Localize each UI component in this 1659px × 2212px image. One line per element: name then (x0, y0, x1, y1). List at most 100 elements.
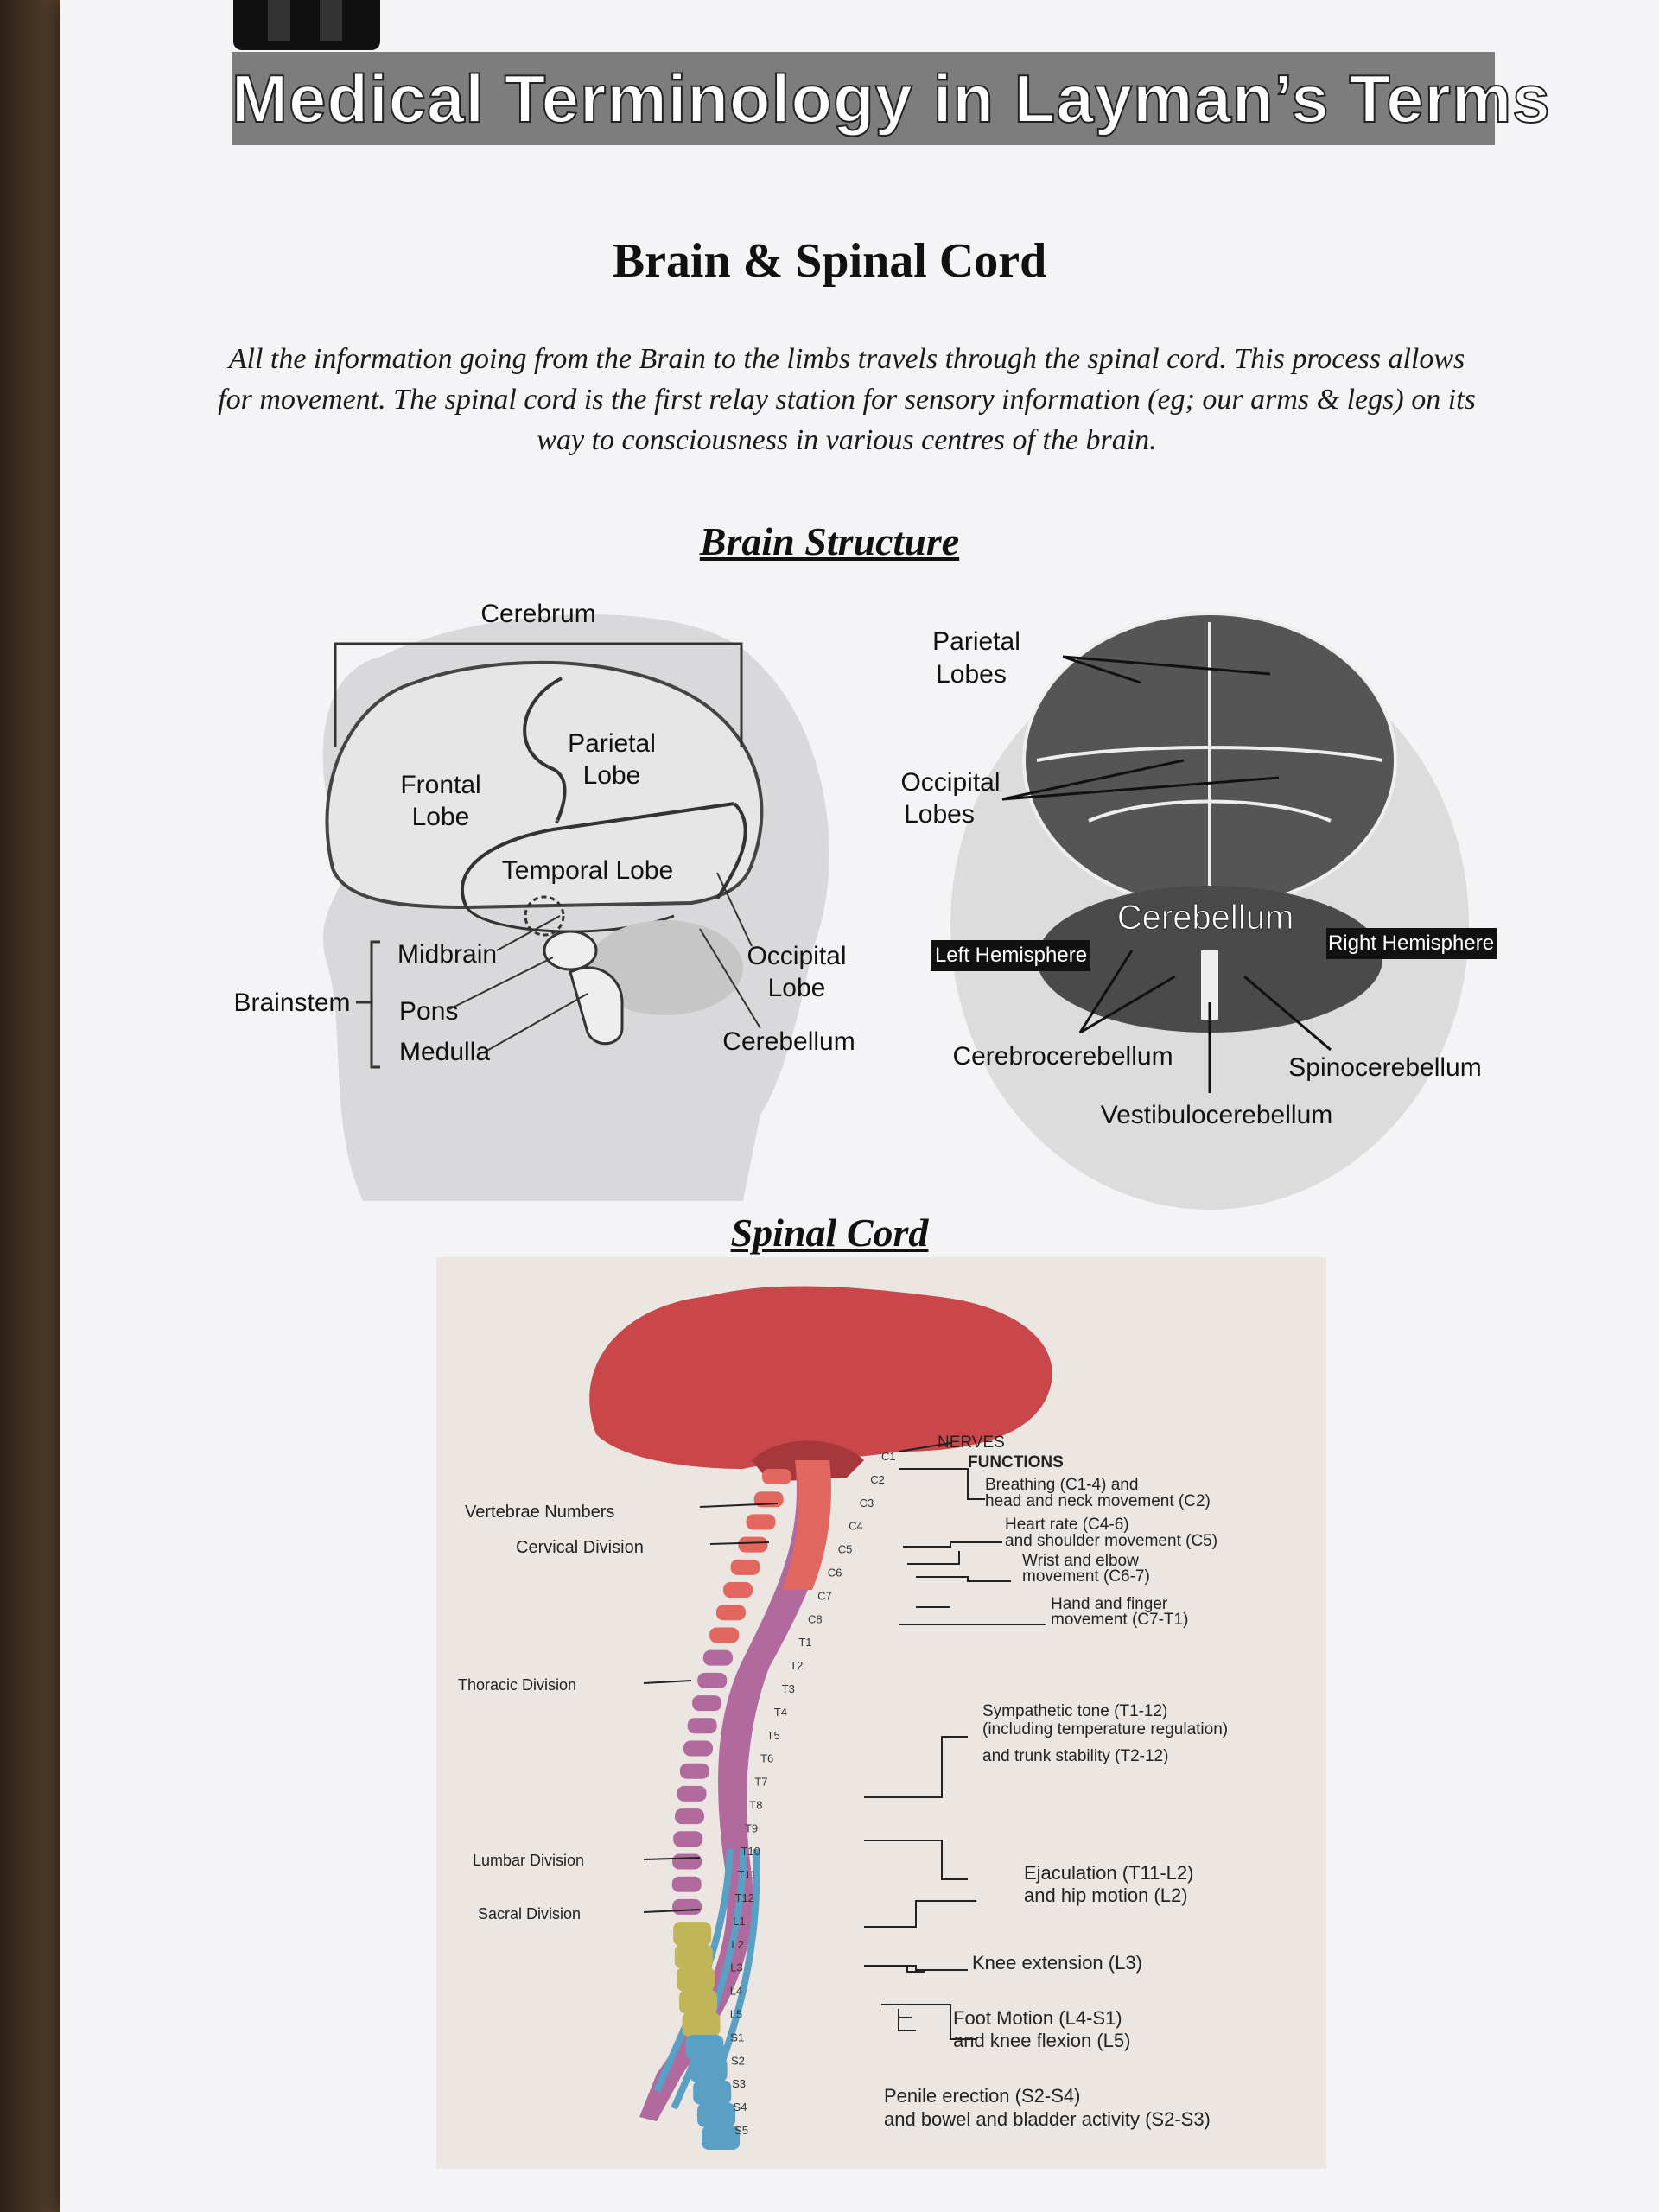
nerve-label-T10: T10 (741, 1845, 760, 1858)
binder-clip-icon (233, 0, 380, 50)
vertebra-T6 (679, 1763, 709, 1779)
left-hemisphere-tag (931, 940, 1090, 971)
nerve-label-L2: L2 (731, 1938, 743, 1951)
label-right-hemisphere: Right Hemisphere (1328, 931, 1494, 955)
label-parietal-2: Lobe (583, 761, 641, 790)
vertebra-C6 (723, 1582, 753, 1599)
vertebra-S4 (697, 2102, 736, 2127)
label-parietal-lobes-2: Lobes (936, 660, 1007, 689)
vertebra-S5 (702, 2126, 741, 2150)
brain-outline (325, 660, 764, 910)
nerve-label-L1: L1 (733, 1915, 745, 1928)
nerve-label-T12: T12 (735, 1891, 754, 1904)
nerve-label-T3: T3 (782, 1682, 795, 1695)
label-left-hemisphere: Left Hemisphere (935, 944, 1087, 967)
label-frontal-2: Lobe (412, 803, 470, 831)
function-heart-2: and shoulder movement (C5) (1005, 1532, 1217, 1550)
medulla-shape (569, 966, 624, 1046)
function-brackets (864, 1442, 1046, 2040)
nerve-label-C6: C6 (828, 1566, 842, 1579)
vertebra-S3 (693, 2080, 732, 2105)
function-sympathetic-3: and trunk stability (T2-12) (982, 1747, 1168, 1765)
vertebra-T8 (674, 1808, 704, 1825)
vertebra-T5 (683, 1740, 713, 1757)
nerve-label-T7: T7 (754, 1776, 767, 1789)
function-breathing-1: Breathing (C1-4) and (985, 1476, 1138, 1494)
function-sympathetic-2: (including temperature regulation) (982, 1720, 1228, 1738)
rear-lobe-lines (1036, 622, 1383, 890)
vertebra-T3 (692, 1695, 722, 1712)
function-wrist-2: movement (C6-7) (1022, 1567, 1150, 1586)
vertebra-T12 (672, 1898, 702, 1915)
brain-structure-heading: Brain Structure (699, 519, 960, 563)
vertebra-C7 (715, 1605, 746, 1621)
nerve-label-C1: C1 (881, 1450, 896, 1463)
vertebra-T10 (672, 1853, 702, 1870)
nerve-label-T8: T8 (749, 1798, 762, 1811)
vertebra-L1 (673, 1922, 712, 1947)
label-midbrain: Midbrain (397, 940, 497, 969)
vertebra-L4 (679, 1989, 718, 2014)
nerve-label-C4: C4 (849, 1520, 863, 1533)
vertebra-T4 (687, 1718, 717, 1734)
nerve-label-T4: T4 (774, 1706, 787, 1719)
function-wrist-1: Wrist and elbow (1022, 1552, 1139, 1570)
label-cerebellum-side: Cerebellum (722, 1027, 855, 1056)
nerve-label-S3: S3 (732, 2077, 746, 2090)
nerve-label-L5: L5 (730, 2008, 742, 2021)
nerve-label-T9: T9 (745, 1821, 758, 1834)
nerve-label-T2: T2 (790, 1659, 803, 1672)
nerve-label-S4: S4 (734, 2101, 747, 2113)
function-labels: NERVES FUNCTIONS Breathing (C1-4) and he… (884, 1433, 1228, 2130)
function-heart-1: Heart rate (C4-6) (1005, 1516, 1129, 1534)
function-penile-1: Penile erection (S2-S4) (884, 2085, 1080, 2107)
nerve-label-T6: T6 (760, 1752, 773, 1765)
label-cerebellum-rear: Cerebellum (1117, 899, 1294, 937)
label-brainstem: Brainstem (233, 988, 350, 1017)
vertebra-S1 (685, 2035, 724, 2060)
occipital-border (715, 802, 747, 900)
vertebrae-column (671, 1469, 791, 2150)
label-temporal: Temporal Lobe (502, 856, 673, 885)
nerve-tick-labels: C1C2C3C4C5C6C7C8T1T2T3T4T5T6T7T8T9T10T11… (730, 1450, 896, 2137)
nerve-label-L3: L3 (730, 1961, 742, 1974)
label-occipital-lobes-1: Occipital (900, 768, 1000, 797)
function-hand-2: movement (C7-T1) (1051, 1611, 1188, 1629)
label-parietal-lobes-1: Parietal (932, 627, 1020, 656)
vertebra-C5 (730, 1559, 760, 1575)
label-functions: FUNCTIONS (968, 1453, 1064, 1471)
label-vertebrae-numbers: Vertebrae Numbers (465, 1503, 614, 1522)
label-pons: Pons (399, 997, 458, 1026)
left-division-labels: Vertebrae Numbers Cervical Division Thor… (458, 1503, 644, 1923)
pons-shape (543, 930, 598, 971)
title-banner (232, 52, 1495, 145)
label-cerebrocerebellum: Cerebrocerebellum (952, 1042, 1173, 1071)
vertebra-T2 (697, 1672, 728, 1688)
lateral-sulcus (461, 802, 735, 908)
label-parietal-1: Parietal (568, 729, 656, 758)
function-penile-2: and bowel and bladder activity (S2-S3) (884, 2108, 1211, 2130)
function-breathing-2: head and neck movement (C2) (985, 1492, 1211, 1510)
nerve-label-C5: C5 (838, 1543, 853, 1556)
nerve-label-C3: C3 (860, 1497, 874, 1510)
right-hemisphere-tag (1326, 928, 1497, 959)
function-foot-1: Foot Motion (L4-S1) (953, 2007, 1122, 2029)
cerebrum-bracket (334, 642, 743, 747)
nerve-label-C2: C2 (870, 1473, 885, 1486)
function-sympathetic-1: Sympathetic tone (T1-12) (982, 1702, 1167, 1720)
function-hand-1: Hand and finger (1051, 1595, 1168, 1613)
function-ejaculation-2: and hip motion (L2) (1024, 1885, 1188, 1906)
page-title: Brain & Spinal Cord (612, 234, 1047, 288)
nerve-label-L4: L4 (730, 1985, 742, 1998)
nerve-label-C7: C7 (817, 1589, 832, 1602)
brain-shape (589, 1286, 1052, 1469)
label-cervical-division: Cervical Division (516, 1538, 644, 1557)
nerve-label-T5: T5 (767, 1729, 780, 1742)
intro-paragraph: All the information going from the Brain… (218, 343, 1476, 456)
vertebra-L5 (682, 2012, 721, 2037)
brainstem-bracket (356, 940, 380, 1069)
label-medulla: Medulla (399, 1038, 490, 1066)
label-sacral-division: Sacral Division (478, 1905, 581, 1923)
